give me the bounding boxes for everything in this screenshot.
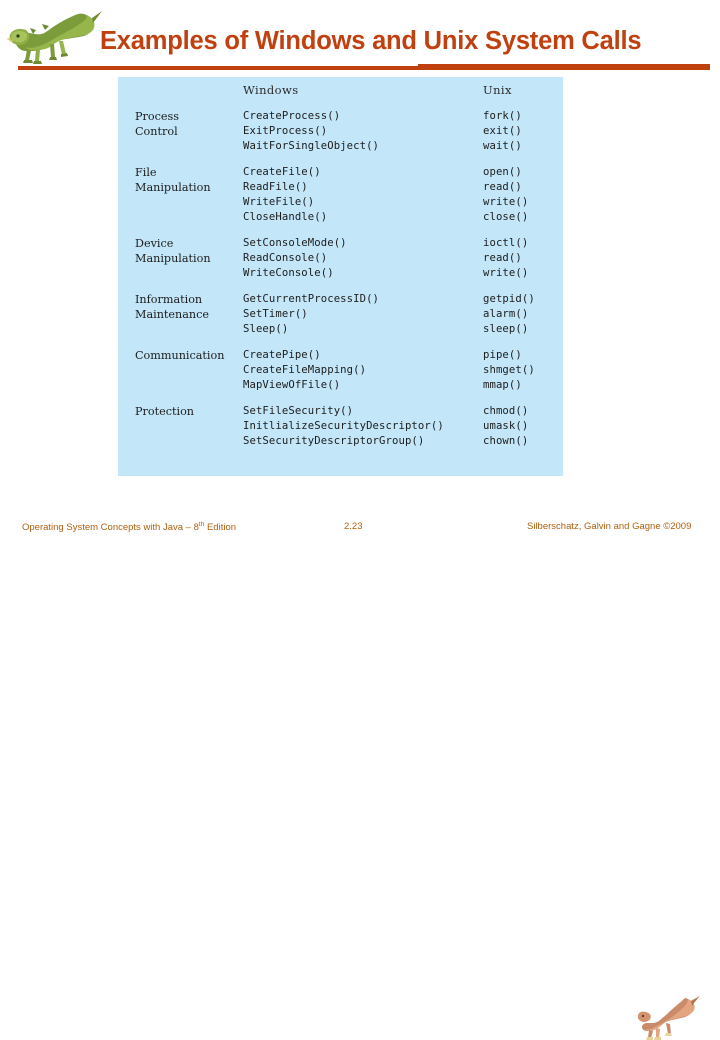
windows-call: SetTimer()	[243, 308, 308, 320]
table-row: Protection SetFileSecurity() InitlializeSe…	[118, 404, 563, 449]
row-windows-calls: CreateProcess() ExitProcess() WaitForSingl…	[243, 109, 483, 154]
row-windows-calls: SetConsoleMode() ReadConsole() WriteConsol…	[243, 236, 483, 281]
row-windows-calls: SetFileSecurity() InitlializeSecurityDesc…	[243, 404, 483, 449]
unix-call: close()	[483, 211, 529, 223]
windows-call: CreatePipe()	[243, 349, 321, 361]
row-unix-calls: open() read() write() close()	[483, 165, 563, 225]
windows-call: SetSecurityDescriptorGroup()	[243, 435, 425, 447]
row-unix-calls: pipe() shmget() mmap()	[483, 348, 563, 393]
row-category-line: Maintenance	[135, 308, 209, 321]
unix-call: pipe()	[483, 349, 522, 361]
unix-call: chmod()	[483, 405, 529, 417]
unix-call: chown()	[483, 435, 529, 447]
windows-call: GetCurrentProcessID()	[243, 293, 380, 305]
row-windows-calls: CreatePipe() CreateFileMapping() MapViewOf…	[243, 348, 483, 393]
windows-call: WriteConsole()	[243, 267, 334, 279]
windows-call: WaitForSingleObject()	[243, 140, 380, 152]
footer-book-title-text: Operating System Concepts with Java – 8	[22, 522, 199, 534]
footer-copyright: Silberschatz, Galvin and Gagne ©2009	[527, 521, 692, 532]
unix-call: exit()	[483, 125, 522, 137]
row-category-line: Control	[135, 125, 178, 138]
windows-call: CreateFileMapping()	[243, 364, 367, 376]
windows-call: SetConsoleMode()	[243, 237, 347, 249]
windows-call: ReadConsole()	[243, 252, 328, 264]
row-unix-calls: getpid() alarm() sleep()	[483, 292, 563, 337]
row-category-line: Manipulation	[135, 252, 211, 265]
dinosaur-logo-small-icon	[638, 996, 700, 1040]
unix-call: fork()	[483, 110, 522, 122]
row-category-line: Communication	[135, 349, 225, 362]
slide-footer: Operating System Concepts with Java – 8t…	[0, 515, 720, 1040]
title-rule-left	[18, 66, 418, 70]
title-rule-right	[418, 64, 710, 70]
row-windows-calls: GetCurrentProcessID() SetTimer() Sleep()	[243, 292, 483, 337]
slide-header: Examples of Windows and Unix System Call…	[0, 0, 720, 75]
row-unix-calls: fork() exit() wait()	[483, 109, 563, 154]
unix-call: getpid()	[483, 293, 535, 305]
unix-call: write()	[483, 267, 529, 279]
row-category-line: Device	[135, 237, 174, 250]
unix-call: write()	[483, 196, 529, 208]
column-header-unix: Unix	[483, 83, 512, 97]
windows-call: CloseHandle()	[243, 211, 328, 223]
unix-call: read()	[483, 252, 522, 264]
table-header-row: Windows Unix	[118, 77, 563, 107]
row-category-line: Protection	[135, 405, 195, 418]
windows-call: SetFileSecurity()	[243, 405, 354, 417]
row-category-line: Manipulation	[135, 181, 211, 194]
unix-call: sleep()	[483, 323, 529, 335]
footer-edition-superscript: th	[198, 521, 205, 528]
unix-call: umask()	[483, 420, 529, 432]
row-category: Communication	[118, 348, 243, 393]
unix-call: read()	[483, 181, 522, 193]
unix-call: ioctl()	[483, 237, 529, 249]
column-header-windows: Windows	[243, 83, 299, 97]
windows-call: MapViewOfFile()	[243, 379, 341, 391]
windows-call: Sleep()	[243, 323, 289, 335]
windows-call: WriteFile()	[243, 196, 315, 208]
unix-call: open()	[483, 166, 522, 178]
row-category: Protection	[118, 404, 243, 449]
footer-book-title: Operating System Concepts with Java – 8t…	[22, 521, 236, 533]
row-category-line: Process	[135, 110, 179, 123]
unix-call: wait()	[483, 140, 522, 152]
row-category-line: Information	[135, 293, 203, 306]
footer-edition-tail: Edition	[204, 522, 237, 534]
windows-call: ReadFile()	[243, 181, 308, 193]
windows-call: InitlializeSecurityDescriptor()	[243, 420, 444, 432]
unix-call: shmget()	[483, 364, 535, 376]
page-title: Examples of Windows and Unix System Call…	[100, 27, 642, 55]
row-category-line: File	[135, 166, 157, 179]
dinosaur-logo-icon	[6, 11, 102, 64]
row-windows-calls: CreateFile() ReadFile() WriteFile() CloseHa…	[243, 165, 483, 225]
windows-call: ExitProcess()	[243, 125, 328, 137]
row-unix-calls: chmod() umask() chown()	[483, 404, 563, 449]
windows-call: CreateFile()	[243, 166, 321, 178]
footer-page-number: 2.23	[344, 521, 363, 532]
row-unix-calls: ioctl() read() write()	[483, 236, 563, 281]
table-row: Communication CreatePipe() CreateFileMappi…	[118, 348, 563, 393]
unix-call: mmap()	[483, 379, 522, 391]
windows-call: CreateProcess()	[243, 110, 341, 122]
unix-call: alarm()	[483, 308, 529, 320]
